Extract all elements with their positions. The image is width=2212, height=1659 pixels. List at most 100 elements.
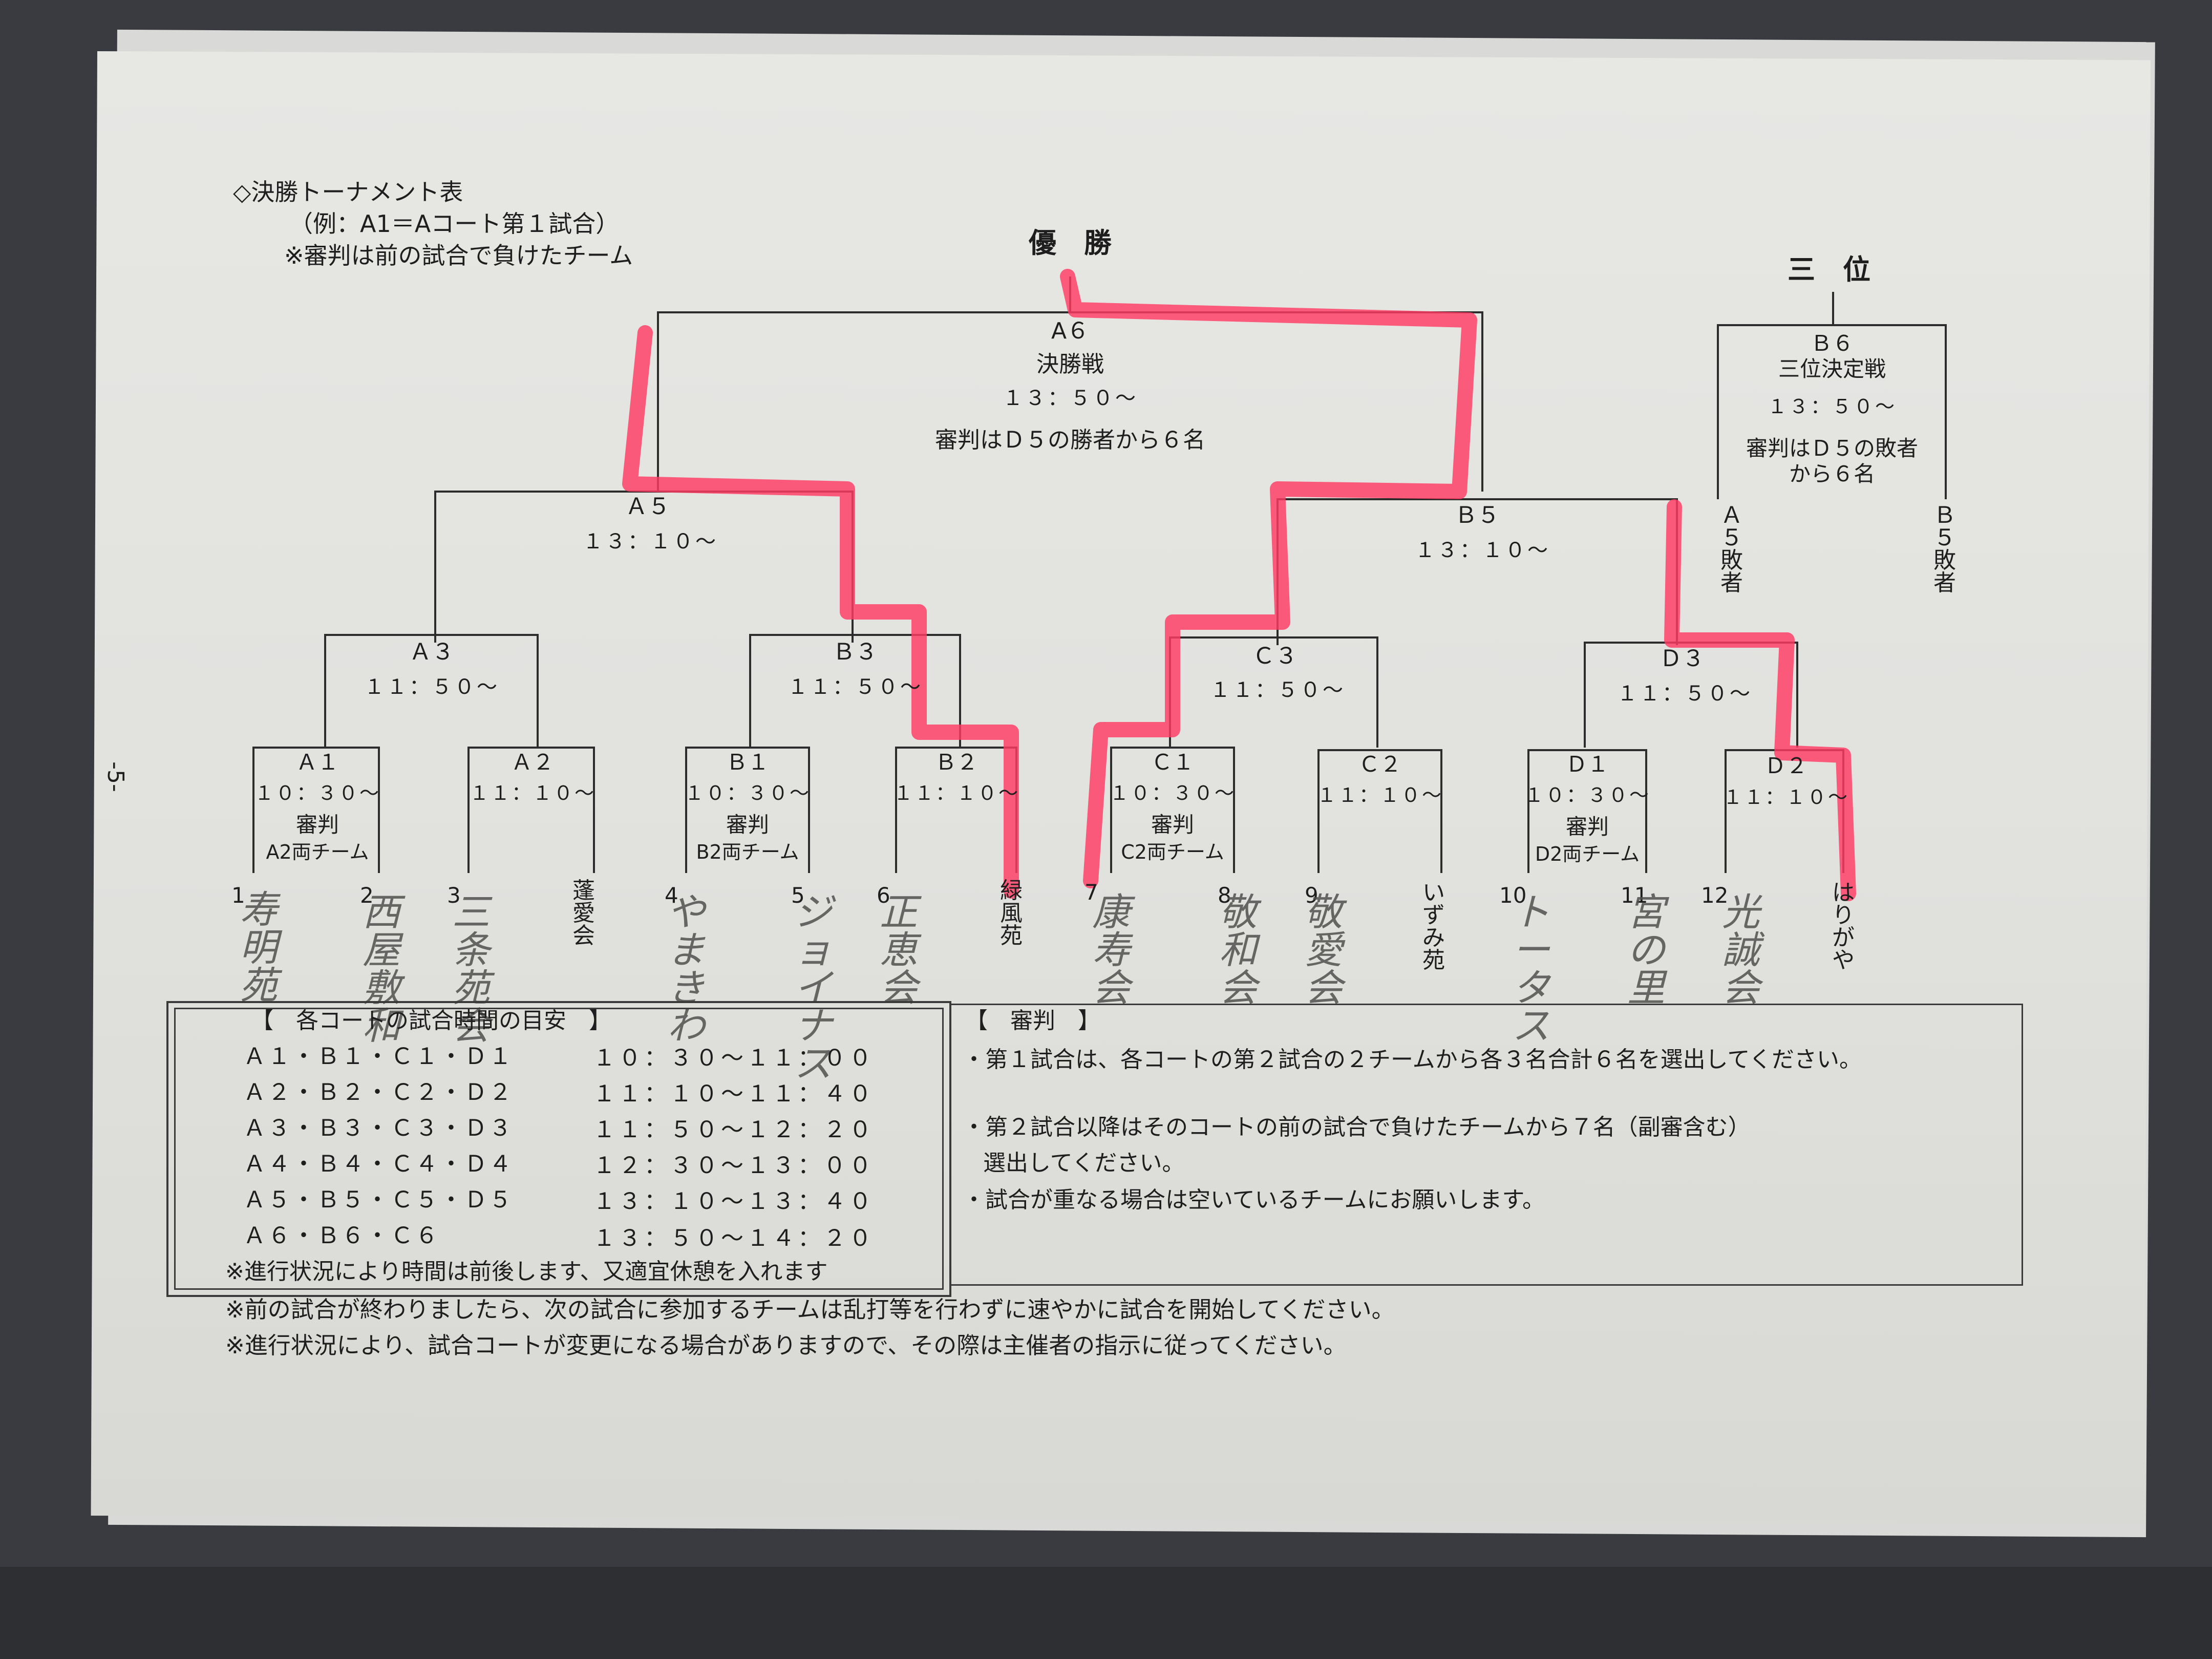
match-a3-code: Ａ３ (409, 639, 454, 665)
team-number: 7 (1084, 880, 1098, 905)
match-b1-referee: 審判 (726, 812, 770, 837)
schedule-row-time: １３：５０～１４：２０ (593, 1225, 875, 1251)
schedule-box-inner (174, 1008, 944, 1290)
match-b5-time: １３：１０～ (1415, 539, 1550, 562)
match-d3-code: Ｄ３ (1660, 646, 1705, 672)
schedule-row-matches: Ａ４・Ｂ４・Ｃ４・Ｄ４ (243, 1151, 514, 1177)
match-b1-referee-team: B2両チーム (696, 841, 799, 863)
referee-line: ・試合が重なる場合は空いているチームにお願いします。 (963, 1187, 1545, 1213)
match-b6-referee-1: 審判はＤ５の敗者 (1746, 436, 1919, 461)
schedule-row-matches: Ａ３・Ｂ３・Ｃ３・Ｄ３ (243, 1115, 514, 1141)
team-number: 3 (447, 883, 461, 908)
referee-line: ・第１試合は、各コートの第２試合の２チームから各３名合計６名を選出してください。 (963, 1047, 1862, 1073)
match-c1-referee-team: C2両チーム (1121, 841, 1224, 863)
team-name-printed: はりがや (1832, 880, 1855, 973)
match-a3-time: １１：５０～ (364, 675, 499, 699)
schedule-row-matches: Ａ６・Ｂ６・Ｃ６ (243, 1223, 440, 1249)
schedule-row-time: １２：３０～１３：００ (593, 1153, 875, 1179)
match-b5-code: Ｂ５ (1455, 502, 1500, 528)
team-number: 5 (791, 883, 805, 908)
match-d1-time: １０：３０～ (1524, 784, 1651, 806)
match-c1-referee: 審判 (1151, 812, 1195, 837)
match-d1-referee-team: D2両チーム (1535, 843, 1640, 865)
doc-title: ◇決勝トーナメント表 (233, 178, 463, 206)
match-a5-code: Ａ５ (625, 494, 670, 520)
schedule-row-time: １１：５０～１２：２０ (593, 1117, 875, 1143)
match-b6-time: １３：５０～ (1767, 395, 1897, 418)
schedule-row-time: １３：１０～１３：４０ (593, 1188, 875, 1215)
third-place-label: 三 位 (1788, 253, 1870, 286)
schedule-row-matches: Ａ２・Ｂ２・Ｃ２・Ｄ２ (243, 1079, 514, 1105)
match-c2-time: １１：１０～ (1316, 784, 1443, 806)
team-number: 11 (1621, 883, 1648, 908)
match-a2-code: Ａ２ (511, 750, 555, 775)
match-d3-time: １１：５０～ (1617, 682, 1752, 706)
team-number: 10 (1499, 883, 1527, 908)
match-a1-code: Ａ１ (295, 750, 339, 775)
match-b2-time: １１：１０～ (893, 782, 1020, 804)
referee-box (950, 1004, 2023, 1286)
team-number: 9 (1305, 883, 1318, 908)
referee-line: ・第２試合以降はそのコートの前の試合で負けたチームから７名（副審含む） (963, 1114, 1751, 1140)
schedule-note: ※進行状況により時間は前後します、又適宜休憩を入れます (225, 1259, 828, 1285)
team-name-handwritten: 敬愛会 (1305, 890, 1343, 1010)
match-d1-code: Ｄ１ (1565, 752, 1609, 777)
match-c1-code: Ｃ１ (1151, 750, 1195, 775)
champion-label: 優 勝 (1029, 227, 1112, 259)
team-name-handwritten: 正恵会 (880, 890, 918, 1010)
match-a2-time: １１：１０～ (469, 782, 596, 804)
desk-shadow (0, 1567, 2212, 1659)
match-a6-name: 決勝戦 (1036, 351, 1104, 377)
match-a6-time: １３：５０～ (1003, 387, 1138, 410)
team-name-handwritten: 光誠会 (1722, 890, 1760, 1010)
team-number: 4 (665, 883, 678, 908)
team-number: 1 (231, 883, 245, 908)
match-b6-code: Ｂ６ (1810, 331, 1854, 356)
doc-example: （例：A1＝Aコート第１試合） (289, 210, 620, 238)
match-c3-code: Ｃ３ (1252, 643, 1298, 669)
team-name-handwritten: 宮の里 (1627, 890, 1665, 1010)
match-c1-time: １０：３０～ (1109, 782, 1236, 804)
match-a6-code: A６ (1051, 318, 1090, 344)
team-name-printed: いずみ苑 (1422, 880, 1445, 973)
match-a1-time: １０：３０～ (254, 782, 381, 804)
doc-referee-note: ※審判は前の試合で負けたチーム (284, 242, 633, 269)
schedule-row-time: １０：３０～１１：００ (593, 1045, 875, 1071)
match-c2-code: Ｃ２ (1358, 752, 1402, 777)
match-b2-code: Ｂ２ (934, 750, 979, 775)
team-name-printed: 蓬愛会 (572, 878, 595, 949)
match-a1-referee: 審判 (295, 812, 339, 837)
schedule-row-matches: Ａ１・Ｂ１・Ｃ１・Ｄ１ (243, 1044, 514, 1070)
schedule-row-matches: Ａ５・Ｂ５・Ｃ５・Ｄ５ (243, 1187, 514, 1213)
team-number: 12 (1701, 883, 1729, 908)
referee-line: 選出してください。 (983, 1150, 1185, 1176)
match-a5-time: １３：１０～ (583, 530, 718, 554)
match-b6-name: 三位決定戦 (1778, 356, 1886, 381)
match-c3-time: １１：５０～ (1210, 678, 1345, 702)
match-b3-code: Ｂ３ (833, 639, 878, 665)
schedule-title: 【 各コートの試合時間の目安 】 (251, 1008, 611, 1034)
team-name-handwritten: ジョイナス (794, 890, 832, 1086)
team-number: 6 (877, 883, 890, 908)
team-name-handwritten: 敬和会 (1219, 890, 1257, 1010)
team-name-handwritten: 康寿会 (1092, 890, 1130, 1010)
team-name-handwritten: やまきわ (667, 890, 705, 1048)
match-d2-code: Ｄ２ (1764, 753, 1808, 778)
team-name-handwritten: トータス (1512, 890, 1550, 1048)
match-d2-time: １１：１０～ (1722, 786, 1849, 809)
match-d1-referee: 審判 (1565, 814, 1609, 839)
team-name-handwritten: 三条苑会 (452, 890, 490, 1048)
match-a1-referee-team: A2両チーム (266, 841, 369, 863)
team-name-handwritten: 西屋敷和 (363, 890, 400, 1048)
team-number: 2 (360, 883, 374, 908)
team-name-handwritten: 寿明苑 (240, 888, 278, 1008)
match-b1-time: １０：３０～ (684, 782, 811, 804)
schedule-row-time: １１：１０～１１：４０ (593, 1081, 875, 1107)
match-b1-code: Ｂ１ (726, 750, 770, 775)
referee-title: 【 審判 】 (965, 1008, 1100, 1034)
team-number: 8 (1218, 883, 1231, 908)
